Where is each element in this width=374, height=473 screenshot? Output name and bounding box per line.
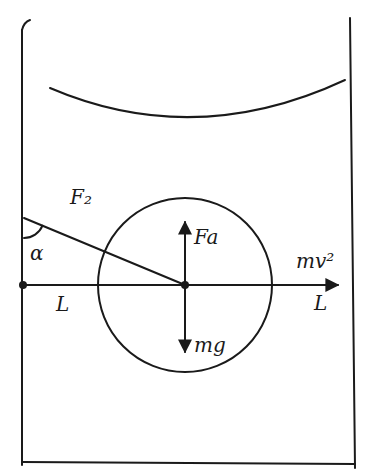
length-label: L xyxy=(56,293,69,315)
string-line xyxy=(24,218,185,285)
pivot-dot xyxy=(19,281,27,289)
centripetal-arrow xyxy=(185,284,338,286)
vessel-right-wall xyxy=(350,18,355,468)
length-line xyxy=(22,284,185,286)
center-dot xyxy=(181,281,189,289)
vessel-bottom-line xyxy=(22,462,355,464)
force-label: mg xyxy=(194,334,226,356)
angle-arc xyxy=(24,226,43,238)
liquid-surface xyxy=(50,80,345,117)
buoyancy-arrow xyxy=(184,222,186,285)
angle-label: α xyxy=(30,242,44,264)
vessel-top-edge xyxy=(22,20,30,30)
fraction-denominator: L xyxy=(314,292,327,314)
gravity-arrow xyxy=(184,285,186,352)
force-label: F₂ xyxy=(70,186,92,208)
force-label: mv² xyxy=(296,250,334,272)
force-label: Fa xyxy=(194,226,218,248)
vessel-left-wall xyxy=(21,30,23,465)
